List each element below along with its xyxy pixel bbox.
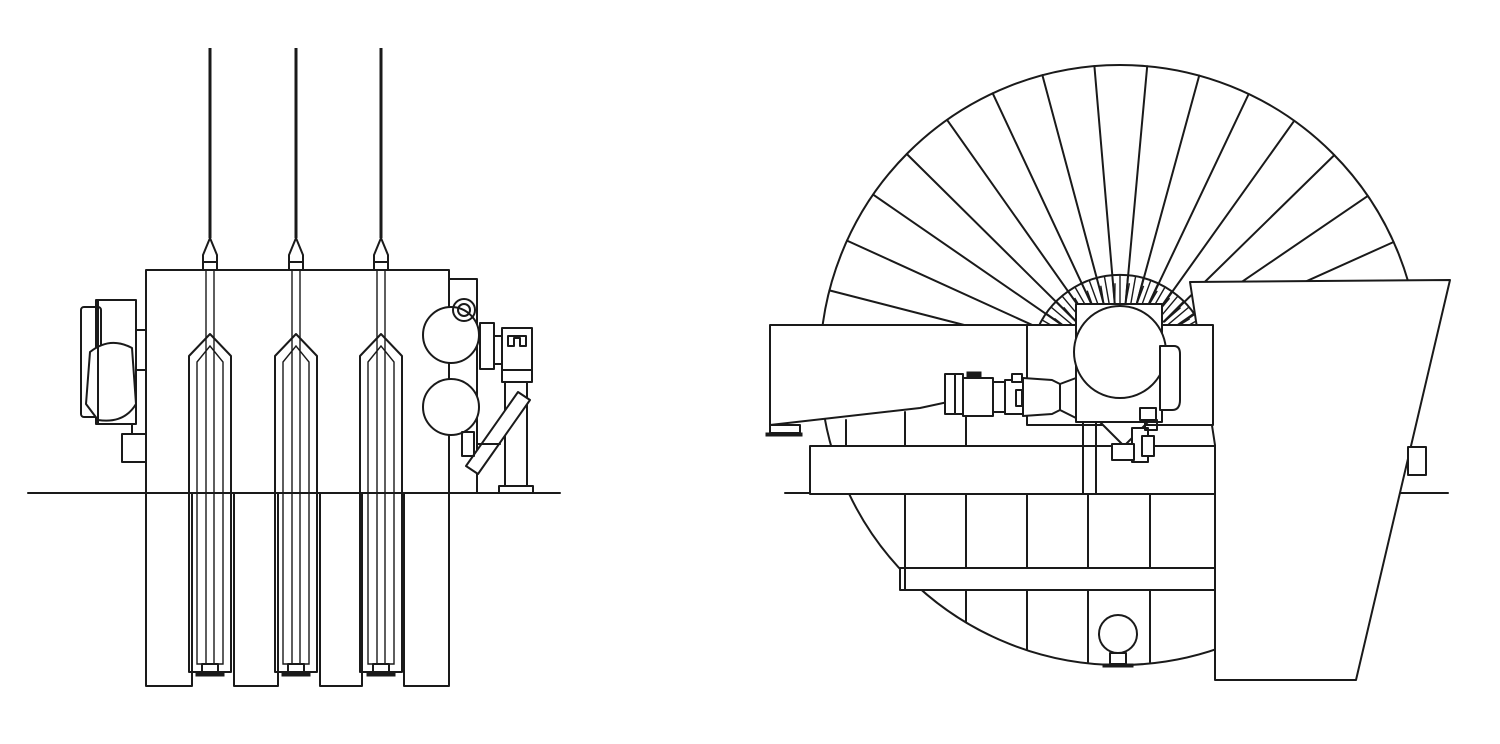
hub-ray (1160, 300, 1185, 325)
disc-sector-line (1155, 119, 1296, 316)
front-right-housing (1189, 279, 1451, 681)
front-drain-valve (1098, 614, 1138, 668)
hub-ray (1124, 275, 1129, 308)
hub-ray (1111, 275, 1116, 308)
hub-ray (1129, 276, 1137, 309)
side-filter-leaf (359, 48, 403, 677)
front-view (765, 64, 1451, 681)
disc-sector-line (872, 193, 1070, 331)
disc-sector-line (1135, 74, 1201, 307)
gearbox-housing (1073, 305, 1167, 399)
side-submerged-panels (145, 492, 450, 687)
disc-sector-line (1041, 74, 1105, 307)
side-panel (319, 492, 363, 687)
disc-sector-line (946, 118, 1086, 316)
hub-ray (1103, 276, 1111, 309)
disc-sector-line (1145, 93, 1250, 310)
disc-sector-line (1124, 65, 1149, 305)
side-valve-wheel (422, 378, 480, 436)
front-drive-motor (944, 371, 1077, 419)
side-tank-body (145, 269, 450, 494)
disc-sector-line (991, 92, 1095, 310)
side-filter-leaf (188, 48, 232, 677)
front-trough-rack (809, 409, 1221, 663)
side-view (27, 48, 561, 687)
side-valve-wheel (422, 306, 480, 364)
disc-sector-line (846, 239, 1065, 341)
side-panel (233, 492, 279, 687)
side-filter-leaf (274, 48, 318, 677)
disc-sector-spike (1163, 307, 1182, 323)
hub-outer-arc (1034, 273, 1206, 336)
side-right-equipment (422, 278, 534, 494)
side-panel (145, 492, 193, 687)
disc-sector-line (1093, 65, 1116, 305)
disc-sector-line (905, 153, 1077, 323)
side-drive-motor (80, 299, 147, 463)
side-panel (403, 492, 450, 687)
